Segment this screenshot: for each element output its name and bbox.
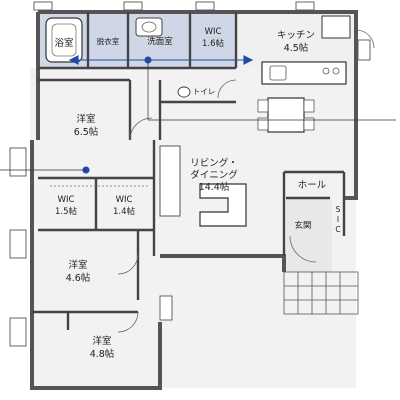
door-western3 bbox=[117, 311, 139, 333]
room-label-wic-mid: WIC bbox=[116, 195, 133, 205]
fridge bbox=[321, 15, 351, 39]
room-size-wic-mid: 1.4帖 bbox=[113, 206, 136, 217]
door-entrance bbox=[289, 235, 317, 263]
outer-wall-top bbox=[38, 10, 358, 172]
door-kitchen-right bbox=[355, 29, 375, 49]
window-right-1 bbox=[357, 39, 371, 61]
window-top-3 bbox=[195, 1, 215, 11]
stove-burner-2 bbox=[332, 67, 340, 75]
sofa bbox=[199, 183, 247, 227]
room-size-western1: 6.5帖 bbox=[74, 126, 99, 138]
bathtub bbox=[45, 17, 83, 63]
door-western1 bbox=[129, 117, 153, 141]
section-arrow-head-right bbox=[243, 55, 254, 65]
room-label-western3: 洋室 bbox=[92, 335, 111, 347]
dining-chair-2 bbox=[257, 117, 269, 131]
interior-walls bbox=[32, 12, 346, 330]
room-label-hall: ホール bbox=[298, 180, 327, 191]
room-label-living-1: リビング・ bbox=[190, 157, 238, 169]
room-label-dressing: 脱衣室 bbox=[97, 36, 120, 46]
door-western2 bbox=[117, 253, 139, 275]
outer-wall-left-mid bbox=[30, 140, 162, 390]
wash-basin bbox=[135, 17, 163, 37]
section-arrows bbox=[0, 55, 396, 174]
room-label-western1: 洋室 bbox=[76, 113, 95, 125]
door-toilet bbox=[217, 79, 237, 99]
entrance-floor bbox=[286, 198, 332, 272]
window-top-1 bbox=[33, 1, 53, 11]
toilet-bowl bbox=[177, 86, 191, 98]
kitchen-sink bbox=[269, 65, 287, 81]
section-arrow-head-left bbox=[68, 55, 79, 65]
room-size-wic-top: 1.6帖 bbox=[202, 38, 225, 49]
room-label-sic-1: S bbox=[336, 205, 341, 214]
stairs-outline bbox=[283, 271, 359, 315]
room-size-western2: 4.6帖 bbox=[66, 272, 91, 284]
basin-bowl bbox=[141, 21, 157, 33]
dining-table bbox=[267, 97, 305, 133]
stove-burner-1 bbox=[322, 67, 330, 75]
room-label-entrance: 玄関 bbox=[294, 220, 311, 231]
bathtub-inner bbox=[51, 23, 77, 57]
dining-chair-1 bbox=[257, 99, 269, 113]
window-left-3 bbox=[9, 317, 27, 347]
room-label-western2: 洋室 bbox=[68, 259, 87, 271]
tv-board bbox=[159, 145, 181, 217]
window-left-2 bbox=[9, 229, 27, 259]
room-label-washroom: 洗面室 bbox=[147, 36, 173, 47]
window-top-2 bbox=[123, 1, 143, 11]
room-label-toilet: トイレ bbox=[193, 87, 216, 96]
door-swings bbox=[117, 29, 375, 333]
stairs bbox=[283, 271, 359, 315]
room-label-bath: 浴室 bbox=[54, 37, 73, 49]
room-label-living-2: ダイニング bbox=[190, 169, 238, 181]
kitchen-counter bbox=[261, 61, 347, 85]
window-left-1 bbox=[9, 147, 27, 177]
room-label-wic-top: WIC bbox=[205, 27, 222, 37]
room-label-kitchen: キッチン bbox=[277, 30, 315, 41]
windows bbox=[9, 1, 371, 347]
dining-chair-4 bbox=[303, 117, 315, 131]
room-label-wic-left: WIC bbox=[58, 195, 75, 205]
room-size-living: 14.4帖 bbox=[199, 181, 230, 193]
room-size-kitchen: 4.5帖 bbox=[284, 42, 309, 54]
outer-wall-right bbox=[344, 172, 358, 200]
room-label-sic-3: C bbox=[335, 225, 340, 234]
dining-chair-3 bbox=[303, 99, 315, 113]
room-label-sic-2: I bbox=[337, 215, 339, 224]
room-size-wic-left: 1.5帖 bbox=[55, 206, 78, 217]
window-top-4 bbox=[295, 1, 315, 11]
window-bottom-1 bbox=[159, 295, 173, 321]
room-size-western3: 4.8帖 bbox=[90, 348, 115, 360]
